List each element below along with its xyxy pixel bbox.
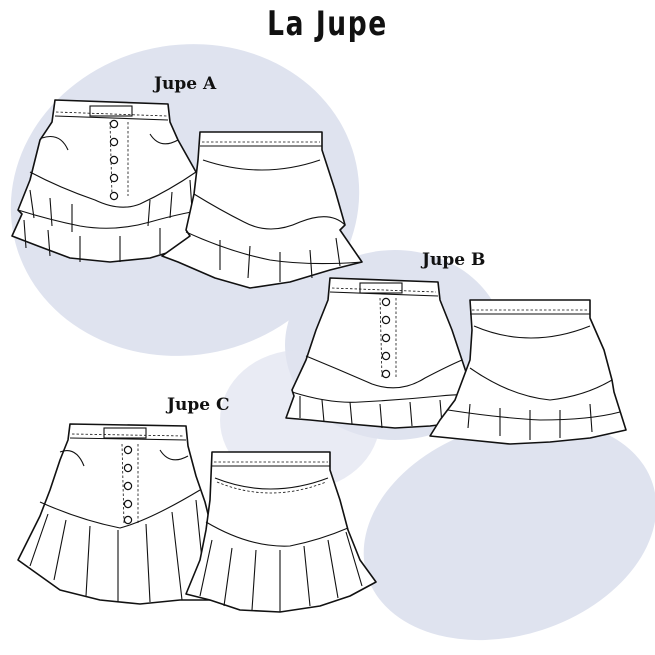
blob-bottom-right bbox=[363, 419, 655, 641]
buttons-a bbox=[109, 119, 119, 201]
label-jupe-b: Jupe B bbox=[422, 250, 486, 270]
label-jupe-c: Jupe C bbox=[167, 395, 230, 415]
buttons-b bbox=[381, 297, 391, 379]
buttons-c bbox=[123, 445, 133, 525]
page-title: La Jupe bbox=[267, 4, 388, 44]
label-jupe-a: Jupe A bbox=[154, 74, 217, 94]
